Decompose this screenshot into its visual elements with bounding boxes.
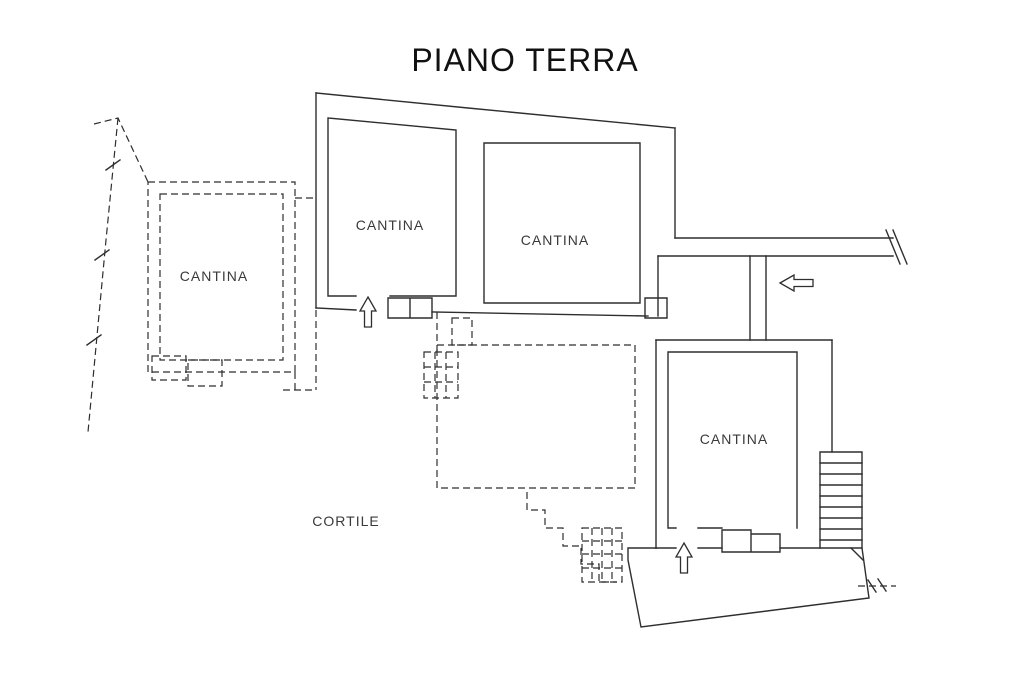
dashed-grid-lower: [581, 527, 623, 583]
room-labels: CANTINA CANTINA CANTINA CANTINA CORTILE: [180, 217, 768, 529]
tick-2: [94, 249, 110, 261]
tick-3: [86, 334, 102, 346]
roomL-bottom-rects: [151, 355, 223, 387]
entrance-arrow-up-left-icon: [358, 295, 378, 328]
stair-shaft: [819, 451, 863, 549]
corridor-end-ticks: [885, 229, 908, 265]
wall-roomA-inner: [327, 117, 457, 297]
threshold-roomA: [387, 297, 433, 319]
roomL-inner: [159, 193, 284, 361]
dashed-grid-upper: [423, 351, 459, 399]
stair-treads: [819, 462, 863, 541]
property-line-top: [93, 117, 149, 183]
walls-dashed: [87, 117, 896, 587]
roomL-to-roomA-links: [283, 197, 317, 391]
wall-outer-top: [315, 92, 676, 129]
shaft-dashed-rect: [451, 317, 473, 346]
pier-roomB: [644, 297, 668, 319]
arrow-shape: [358, 295, 378, 328]
walls-solid: [315, 92, 908, 628]
corridor-piers: [749, 255, 767, 341]
stair-break-line: [850, 547, 864, 561]
wall-bottom-extension: [627, 547, 870, 628]
tick-bottom-right-2: [877, 578, 887, 592]
threshold-roomC: [721, 529, 781, 553]
property-line: [87, 117, 119, 433]
room-label-cortile: CORTILE: [312, 513, 379, 529]
wall-upper-outer-bottom: [315, 307, 649, 317]
room-label-cantina-lower-right: CANTINA: [700, 431, 768, 447]
wall-roomB-inner: [483, 142, 641, 304]
entrance-arrow-left-icon: [778, 273, 814, 293]
room-label-cantina-upper-middle: CANTINA: [356, 217, 424, 233]
boundary-ticks: [86, 159, 887, 593]
arrow-shape: [778, 273, 814, 293]
room-label-cantina-upper-right: CANTINA: [521, 232, 589, 248]
wall-roomC-inner: [667, 351, 798, 529]
arrow-shape: [674, 541, 694, 574]
dashed-steps: [526, 492, 617, 583]
mid-room-outline: [436, 344, 636, 489]
entrance-arrow-up-right-icon: [674, 541, 694, 574]
page-title: PIANO TERRA: [411, 42, 639, 78]
corridor-walls: [657, 237, 894, 257]
room-label-cantina-upper-left: CANTINA: [180, 268, 248, 284]
